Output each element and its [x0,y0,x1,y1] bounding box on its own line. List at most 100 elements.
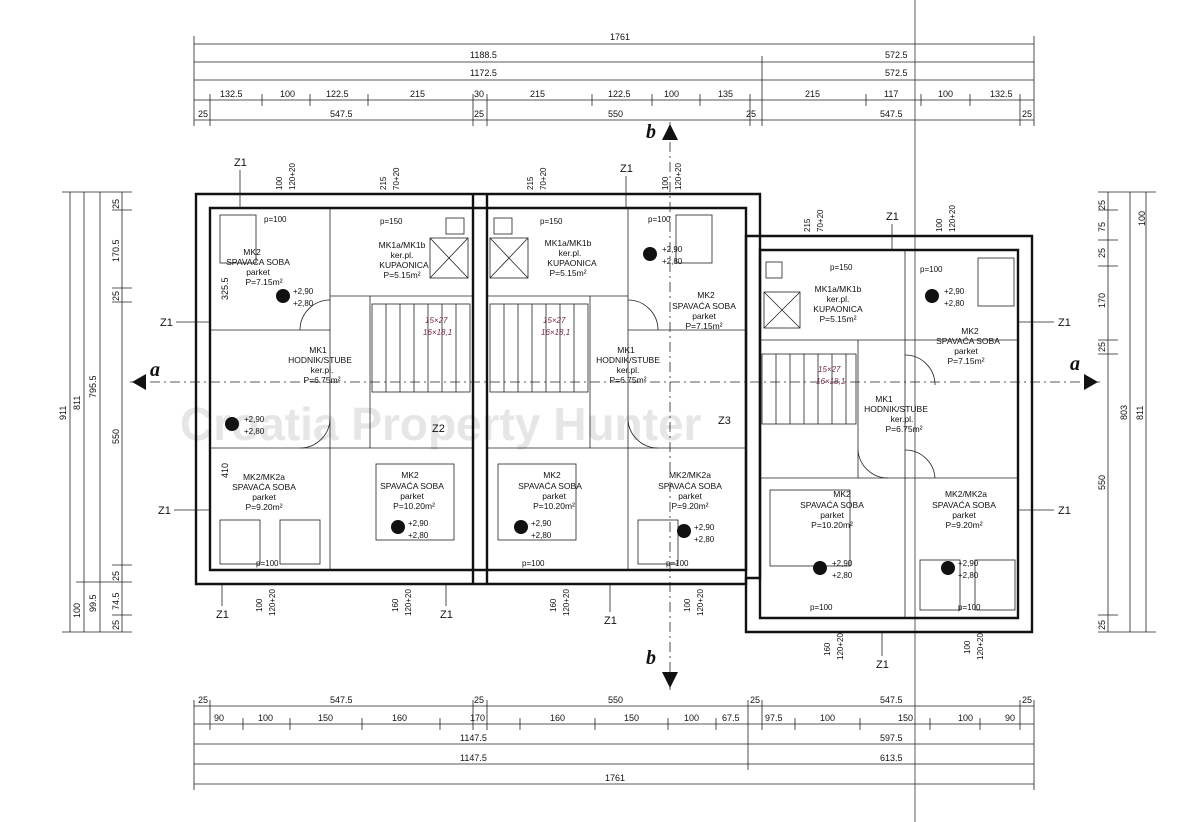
stair-note-6: 16×18,1 [816,377,845,386]
level-1b: +2,80 [293,299,314,308]
dim-left-inner: 795.5 [88,375,98,398]
svg-text:parket: parket [954,346,978,356]
dim-top-4-12: 100 [938,89,953,99]
room-label-1: MK2 SPAVAĆA SOBA parket P=7.15m² [226,247,290,287]
dim-top-4-10: 215 [805,89,820,99]
svg-text:parket: parket [678,491,702,501]
win-10a: 100 [683,598,692,612]
dim-bot-2-11: 100 [820,713,835,723]
svg-text:SPAVAĆA SOBA: SPAVAĆA SOBA [658,481,722,491]
dim-right-d8: 25 [1097,620,1107,630]
section-a-right: a [1070,353,1080,375]
section-b-bottom: b [646,647,656,669]
dim-bot-1-6: 547.5 [880,695,903,705]
dim-top-4-9: 135 [718,89,733,99]
dim-left-d7: 25 [111,620,121,630]
parapet-8: p=100 [522,559,545,568]
level-1a: +2,90 [293,287,314,296]
svg-text:SPAVAĆA SOBA: SPAVAĆA SOBA [800,500,864,510]
dim-left-d2: 170.5 [111,239,121,262]
dim-top-5-5: 25 [746,109,756,119]
axis-z1-left-2: Z1 [158,505,171,517]
room-label-12: MK2 SPAVAĆA SOBA parket P=10.20m² [518,470,582,511]
win-9a: 160 [549,598,558,612]
win-12b: 120+20 [976,633,985,660]
svg-text:KUPAONICA: KUPAONICA [813,304,863,314]
parapet-6: p=100 [920,265,943,274]
win-4a: 100 [661,176,670,190]
room-label-9: MK1 HODNIK/STUBE ker.pl. P=6.75m² [864,394,928,434]
axis-z1-right-2: Z1 [1058,505,1071,517]
axis-markers: Z1 Z1 Z1 Z1 Z1 Z1 Z1 Z1 Z1 Z1 Z1 Z2 Z3 [158,157,1071,671]
room-label-2: MK1a/MK1b ker.pl. KUPAONICA P=5.15m² [379,240,429,280]
svg-text:MK2: MK2 [401,470,419,480]
dim-top-4-6: 215 [530,89,545,99]
dim-top-4-13: 132.5 [990,89,1013,99]
stair-note-5: 15×27 [818,365,841,374]
door-swings [299,299,936,479]
dim-top-4-7: 122.5 [608,89,631,99]
dim-top-4-2: 100 [280,89,295,99]
dim-top-5-7: 25 [1022,109,1032,119]
svg-text:parket: parket [952,510,976,520]
level-4b: +2,80 [408,531,429,540]
room-label-6: MK2 SPAVAĆA SOBA parket P=7.15m² [936,326,1000,366]
svg-text:ker.pl.: ker.pl. [891,414,914,424]
room-label-4: MK2 SPAVAĆA SOBA parket P=7.15m² [672,290,736,331]
room-label-11: MK2 SPAVAĆA SOBA parket P=10.20m² [380,470,444,511]
svg-text:SPAVAĆA SOBA: SPAVAĆA SOBA [226,257,290,267]
svg-text:P=10.20m²: P=10.20m² [533,501,575,511]
building-walls [194,192,1034,634]
dim-top-4-1: 132.5 [220,89,243,99]
svg-text:P=6.75m²: P=6.75m² [885,424,922,434]
dim-bot-2-7: 150 [624,713,639,723]
dim-right-mid: 803 [1119,405,1129,420]
section-a-left-arrow-icon [132,374,146,390]
dim-room-left-1: 325.5 [220,277,230,300]
win-4b: 120+20 [674,163,683,190]
svg-text:P=6.75m²: P=6.75m² [303,375,340,385]
svg-text:MK2/MK2a: MK2/MK2a [945,489,987,499]
win-11b: 120+20 [836,633,845,660]
right-dimension-chain: 25 100 75 25 170 25 550 25 803 811 [1097,191,1156,633]
dim-top-3a: 1172.5 [470,68,497,78]
svg-text:P=9.20m²: P=9.20m² [245,502,282,512]
dim-top-5-6: 547.5 [880,109,903,119]
window-dimensions: 100 120+20 215 70+20 215 70+20 100 120+2… [255,163,985,660]
win-3a: 215 [526,176,535,190]
parapet-1: p=100 [264,215,287,224]
svg-text:SPAVAĆA SOBA: SPAVAĆA SOBA [932,500,996,510]
svg-text:ker.pl.: ker.pl. [311,365,334,375]
top-dimension-chain: 1761 1188.5 572.5 1172.5 572.5 132.5 100… [193,32,1035,126]
dim-bot-3b: 597.5 [880,733,903,743]
svg-text:ker.pl.: ker.pl. [391,250,414,260]
svg-text:P=7.15m²: P=7.15m² [685,321,722,331]
dim-top-2a: 1188.5 [470,50,497,60]
svg-text:P=9.20m²: P=9.20m² [671,501,708,511]
dim-bot-2-4: 160 [392,713,407,723]
parapet-10: p=100 [810,603,833,612]
dim-top-3b: 572.5 [885,68,908,78]
dim-top-4-4: 215 [410,89,425,99]
bottom-dimension-chain: 25 547.5 25 550 25 547.5 25 90 100 150 1… [193,695,1035,790]
dim-left-mid: 811 [72,396,82,410]
win-11a: 160 [823,642,832,656]
level-6a: +2,90 [694,523,715,532]
svg-text:HODNIK/STUBE: HODNIK/STUBE [596,355,660,365]
room-labels: MK2 SPAVAĆA SOBA parket P=7.15m² MK1a/MK… [226,238,1000,530]
svg-text:P=10.20m²: P=10.20m² [393,501,435,511]
dim-bot-2-6: 160 [550,713,565,723]
dim-left-d9: 99.5 [88,594,98,612]
level-2a: +2,90 [662,245,683,254]
dim-top-5-1: 25 [198,109,208,119]
win-9b: 120+20 [562,589,571,616]
level-2b: +2,80 [662,257,683,266]
dim-bot-1-2: 547.5 [330,695,353,705]
parapet-9: p=100 [666,559,689,568]
win-5b: 70+20 [816,209,825,232]
win-7a: 100 [255,598,264,612]
svg-text:P=5.15m²: P=5.15m² [383,270,420,280]
win-8a: 160 [391,598,400,612]
dim-left-d4: 550 [111,429,121,444]
